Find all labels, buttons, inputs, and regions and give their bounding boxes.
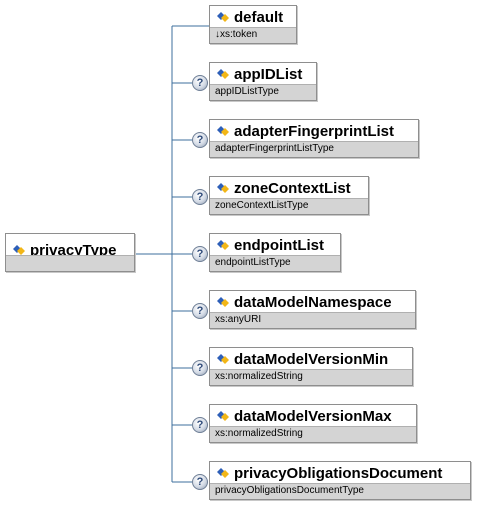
element-name: default (234, 8, 284, 26)
element-name: endpointList (234, 236, 324, 254)
element-diamond-icon (217, 183, 229, 193)
element-diamond-icon (217, 468, 229, 478)
element-diamond-icon (217, 240, 229, 250)
element-diamond-icon (217, 411, 229, 421)
element-type: appIDListType (210, 84, 316, 100)
element-diamond-icon (217, 69, 229, 79)
optional-question-icon: ? (192, 75, 208, 91)
element-diamond-icon (13, 245, 25, 255)
element-name: privacyObligationsDocument (234, 464, 443, 482)
root-type-band (6, 255, 134, 271)
optional-question-icon: ? (192, 417, 208, 433)
element-type: endpointListType (210, 255, 340, 271)
element-type: zoneContextListType (210, 198, 368, 214)
element-name: dataModelVersionMax (234, 407, 392, 425)
root-element-privacyType[interactable]: privacyType (5, 233, 135, 272)
element-default[interactable]: default↓xs:token (209, 5, 297, 44)
root-element-name: privacyType (30, 241, 117, 259)
element-type: xs:anyURI (210, 312, 415, 328)
element-type: ↓xs:token (210, 27, 296, 43)
element-type: privacyObligationsDocumentType (210, 483, 470, 499)
optional-question-icon: ? (192, 303, 208, 319)
element-diamond-icon (217, 297, 229, 307)
element-name: dataModelVersionMin (234, 350, 389, 368)
element-type: adapterFingerprintListType (210, 141, 418, 157)
element-name: dataModelNamespace (234, 293, 392, 311)
optional-question-icon: ? (192, 360, 208, 376)
element-name: appIDList (234, 65, 303, 83)
optional-question-icon: ? (192, 189, 208, 205)
element-diamond-icon (217, 12, 229, 22)
element-diamond-icon (217, 126, 229, 136)
optional-question-icon: ? (192, 474, 208, 490)
optional-question-icon: ? (192, 246, 208, 262)
element-name: adapterFingerprintList (234, 122, 395, 140)
element-name: zoneContextList (234, 179, 351, 197)
element-diamond-icon (217, 354, 229, 364)
element-type: xs:normalizedString (210, 426, 416, 442)
optional-question-icon: ? (192, 132, 208, 148)
element-type: xs:normalizedString (210, 369, 412, 385)
